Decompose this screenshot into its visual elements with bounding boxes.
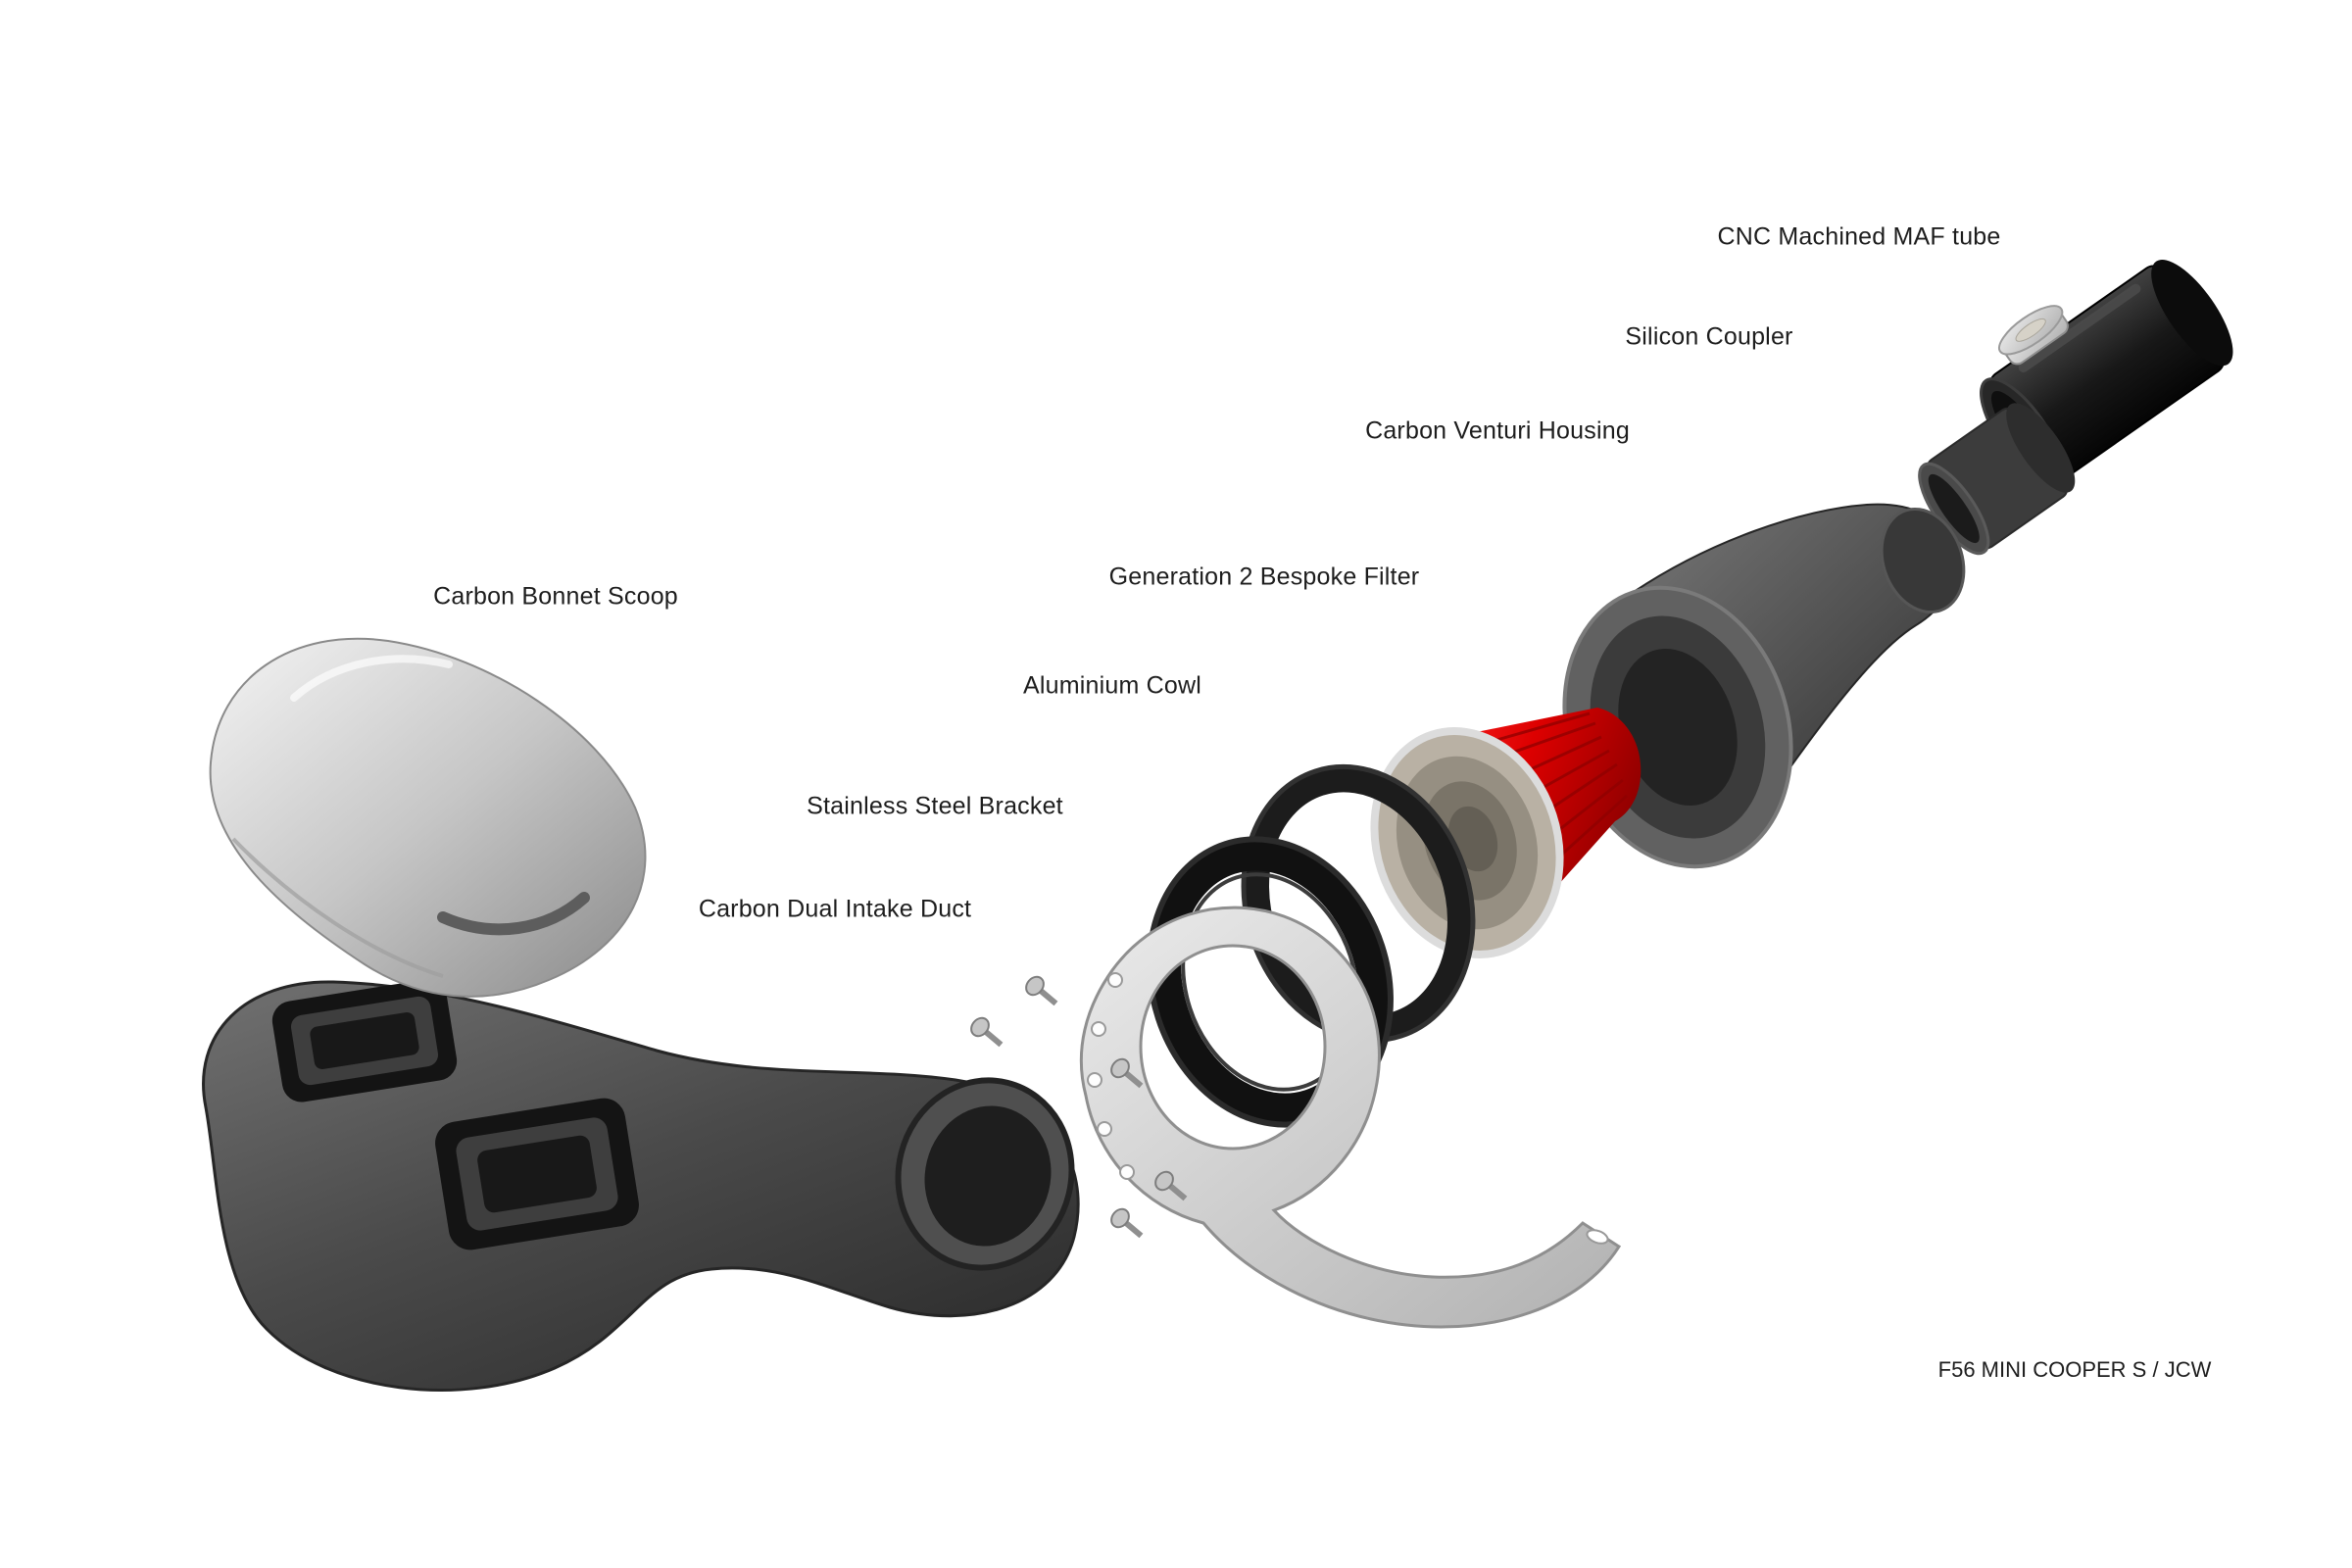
bespoke-filter-graphic [1370, 708, 1642, 958]
duct-gasket-rear-graphic [435, 1098, 639, 1250]
bonnet-scoop-graphic [209, 637, 647, 998]
intake-duct-graphic [202, 979, 1080, 1393]
label-venturi-housing: Carbon Venturi Housing [1365, 416, 1630, 445]
model-designation: F56 MINI COOPER S / JCW [1937, 1357, 2212, 1382]
label-silicon-coupler: Silicon Coupler [1625, 322, 1793, 351]
label-steel-bracket: Stainless Steel Bracket [807, 792, 1063, 820]
label-aluminium-cowl: Aluminium Cowl [1022, 671, 1202, 700]
bracket-bolt-holes-graphic [1087, 972, 1135, 1180]
label-bonnet-scoop: Carbon Bonnet Scoop [433, 582, 678, 611]
label-intake-duct: Carbon Dual Intake Duct [698, 895, 972, 923]
steel-bracket-graphic [1079, 906, 1622, 1329]
label-gen2-filter: Generation 2 Bespoke Filter [1108, 563, 1420, 591]
screws-graphic [970, 975, 1188, 1239]
maf-sensor-boss-graphic [1998, 305, 2069, 366]
duct-gasket-front-graphic [271, 979, 458, 1102]
label-maf-tube: CNC Machined MAF tube [1717, 222, 2001, 251]
silicon-coupler-graphic [1918, 403, 2076, 556]
